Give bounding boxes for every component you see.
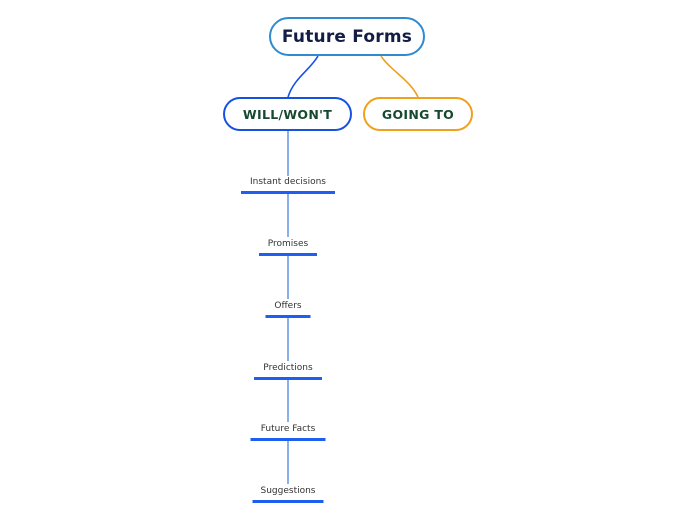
node-leaf-label: Offers bbox=[274, 301, 302, 311]
node-branch-will-wont-label: WILL/WON'T bbox=[242, 106, 333, 122]
node-root-future-forms[interactable]: Future Forms bbox=[269, 17, 425, 56]
node-leaf-underline bbox=[252, 500, 324, 503]
node-leaf-underline bbox=[265, 315, 311, 318]
node-branch-going-to-label: GOING TO bbox=[381, 106, 455, 122]
edge-root-to-will-wont bbox=[287, 55, 319, 98]
node-leaf-offers[interactable]: Offers bbox=[265, 300, 311, 318]
node-leaf-suggestions[interactable]: Suggestions bbox=[252, 485, 324, 503]
node-leaf-underline bbox=[250, 438, 326, 441]
node-leaf-label: Promises bbox=[267, 239, 309, 249]
node-leaf-underline bbox=[259, 253, 317, 256]
node-leaf-label: Predictions bbox=[263, 363, 313, 373]
edge-root-to-going-to bbox=[380, 55, 419, 98]
node-leaf-underline bbox=[241, 191, 335, 194]
node-leaf-future-facts[interactable]: Future Facts bbox=[250, 423, 326, 441]
node-branch-will-wont[interactable]: WILL/WON'T bbox=[223, 97, 352, 131]
node-root-label: Future Forms bbox=[281, 26, 413, 47]
node-leaf-predictions[interactable]: Predictions bbox=[254, 362, 322, 380]
node-leaf-promises[interactable]: Promises bbox=[259, 238, 317, 256]
node-leaf-label: Future Facts bbox=[260, 424, 316, 434]
node-leaf-instant-decisions[interactable]: Instant decisions bbox=[241, 176, 335, 194]
node-leaf-label: Suggestions bbox=[260, 486, 316, 496]
node-leaf-label: Instant decisions bbox=[250, 177, 326, 187]
node-branch-going-to[interactable]: GOING TO bbox=[363, 97, 473, 131]
node-leaf-underline bbox=[254, 377, 322, 380]
